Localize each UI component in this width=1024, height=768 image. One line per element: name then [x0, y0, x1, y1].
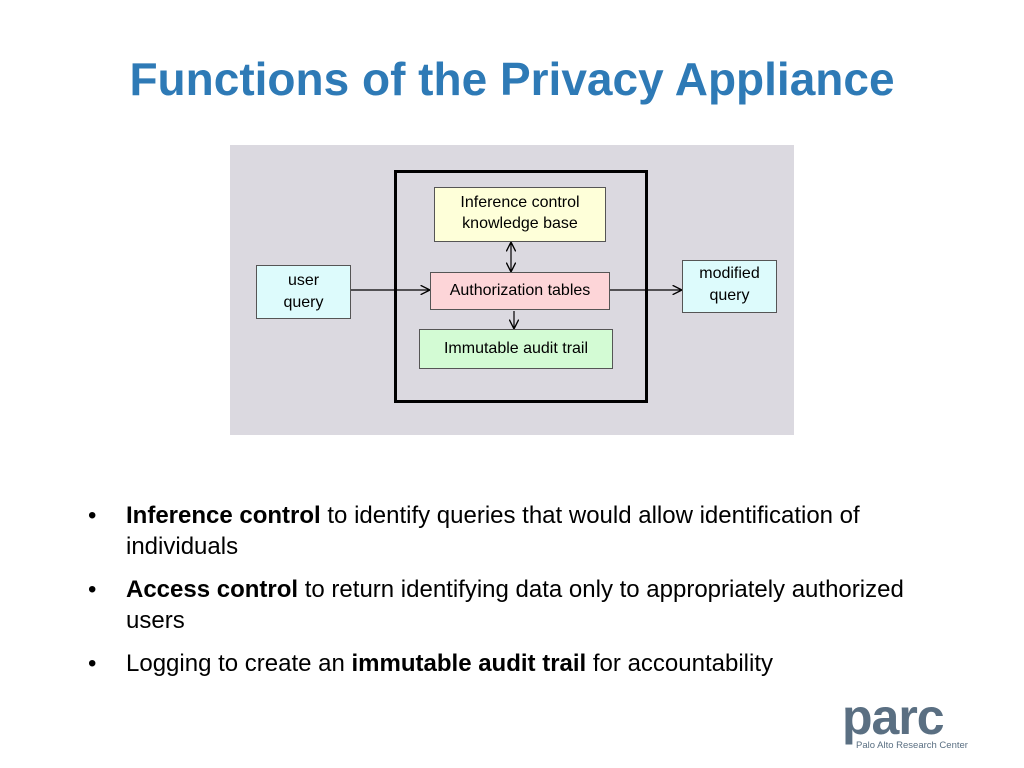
bullet-bold-text: immutable audit trail [351, 650, 587, 677]
bullet-marker: • [88, 576, 97, 603]
bullet-list: • Inference control to identify queries … [88, 500, 968, 691]
user-query-node: user query [256, 265, 351, 319]
logo-wordmark: parc [842, 689, 945, 745]
logo-subtitle: Palo Alto Research Center [856, 740, 968, 751]
slide-title: Functions of the Privacy Appliance [129, 53, 895, 105]
modified-query-node: modified query [682, 260, 777, 313]
bullet-logging: • Logging to create an immutable audit t… [88, 648, 968, 679]
bullet-bold-text: Access control [126, 576, 299, 603]
authorization-tables-node: Authorization tables [430, 272, 610, 310]
modified-query-label-line-1: modified [699, 265, 760, 282]
bullet-text: for accountability [586, 650, 773, 677]
bullet-inference-control: • Inference control to identify queries … [88, 500, 968, 562]
bullet-text: to identify queries that would allow ide… [126, 502, 860, 560]
privacy-appliance-diagram: user query Inference control knowledge b… [230, 145, 794, 435]
privacy-appliance-boundary [394, 170, 648, 403]
bullet-access-control: • Access control to return identifying d… [88, 574, 968, 636]
diagram-arrows [351, 145, 794, 435]
bullet-text: to return identifying data only to appro… [126, 576, 904, 634]
audit-trail-node: Immutable audit trail [419, 329, 613, 369]
parc-logo: parc Palo Alto Research Center [842, 689, 992, 754]
modified-query-label-line-2: query [709, 287, 750, 304]
bullet-bold-text: Inference control [126, 502, 321, 529]
user-query-label-line-1: user [287, 272, 320, 289]
inference-kb-label-line-2: knowledge base [462, 215, 578, 232]
inference-control-kb-node: Inference control knowledge base [434, 187, 606, 242]
user-query-label-line-2: query [283, 294, 324, 311]
bullet-text: Logging to create an [126, 650, 352, 677]
inference-kb-label-line-1: Inference control [460, 194, 580, 211]
bullet-marker: • [88, 502, 97, 529]
bullet-marker: • [88, 650, 97, 677]
